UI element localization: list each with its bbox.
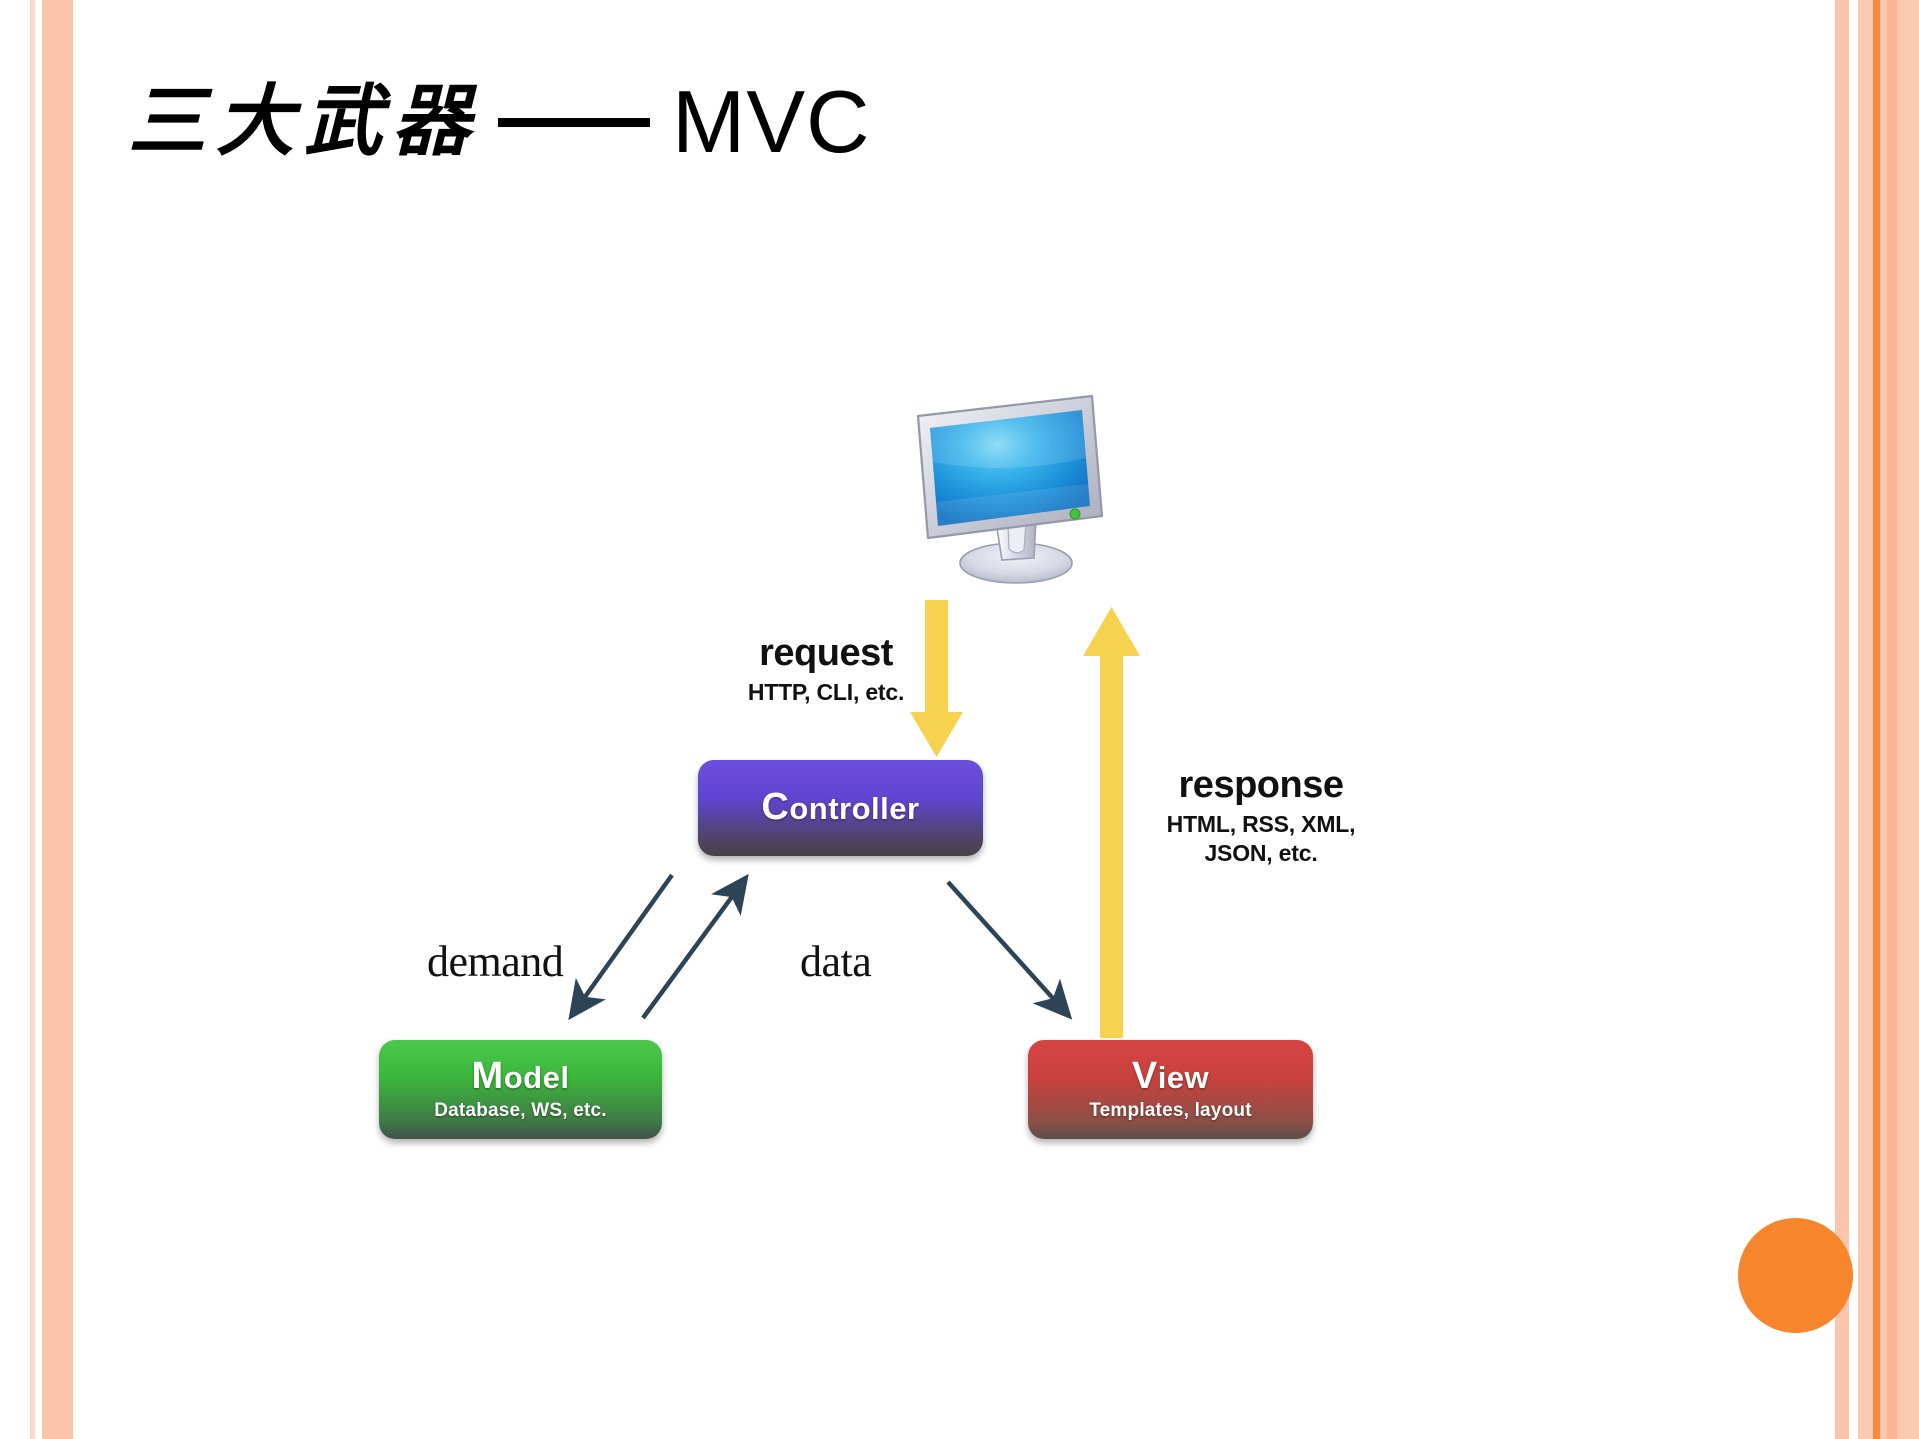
demand-arrow — [568, 873, 674, 1021]
response-heading: response — [1178, 764, 1344, 806]
controller-to-view-arrow — [946, 880, 1073, 1020]
request-label: request HTTP, CLI, etc. — [746, 632, 906, 707]
view-title: View — [1131, 1055, 1210, 1098]
monitor-power-led — [1069, 508, 1081, 520]
right-outer-stripe — [1835, 0, 1849, 1439]
left-peach-stripe — [42, 0, 73, 1439]
response-arrow-yellow — [1083, 607, 1140, 1038]
controller-title: Controller — [761, 786, 920, 829]
model-subtitle: Database, WS, etc. — [434, 1099, 607, 1121]
demand-label: demand — [427, 937, 564, 986]
data-label: data — [800, 937, 872, 986]
request-arrow-yellow — [910, 600, 963, 757]
request-heading: request — [759, 632, 893, 674]
title-cjk-text: 三大武器 — [128, 76, 481, 167]
title-latin-text: MVC — [672, 72, 871, 171]
model-box[interactable]: Model Database, WS, etc. — [379, 1040, 662, 1139]
response-detail: HTML, RSS, XML, JSON, etc. — [1166, 810, 1356, 868]
view-box[interactable]: View Templates, layout — [1028, 1040, 1313, 1139]
response-detail-line2: JSON, etc. — [1204, 839, 1318, 866]
right-orange-stripe — [1873, 0, 1880, 1439]
slide-title: 三大武器 MVC — [128, 78, 871, 166]
view-subtitle: Templates, layout — [1089, 1099, 1252, 1121]
left-thin-stripe — [30, 0, 35, 1439]
desktop-monitor-icon — [912, 390, 1112, 605]
right-light-stripe — [1887, 0, 1897, 1439]
response-detail-line1: HTML, RSS, XML, — [1166, 810, 1356, 837]
request-detail: HTTP, CLI, etc. — [747, 678, 905, 705]
orange-accent-circle — [1738, 1218, 1853, 1333]
data-arrow — [641, 873, 749, 1020]
monitor-screen — [930, 410, 1090, 526]
title-em-dash-rule — [498, 117, 651, 127]
response-label: response HTML, RSS, XML, JSON, etc. — [1166, 764, 1356, 868]
model-title: Model — [471, 1055, 570, 1098]
controller-box[interactable]: Controller — [698, 760, 983, 856]
